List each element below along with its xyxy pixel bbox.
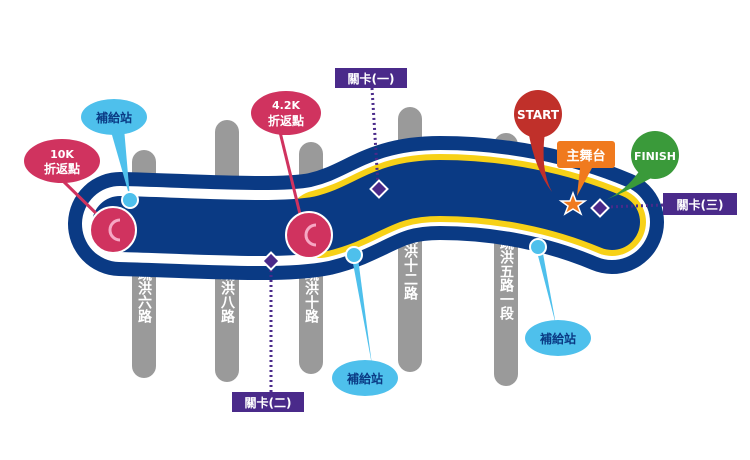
label: FINISH xyxy=(634,150,676,163)
road-label: 疏洪六路 xyxy=(136,266,152,323)
label: 補給站 xyxy=(346,371,383,386)
main-stage: 主舞台 xyxy=(557,141,615,216)
water-station-1: 補給站 xyxy=(81,99,147,209)
turnaround-4k: 4.2K 折返點 xyxy=(251,91,333,259)
label: 折返點 xyxy=(44,161,80,176)
label: 關卡(二) xyxy=(245,395,292,410)
label: 4.2K xyxy=(272,99,300,112)
label: 主舞台 xyxy=(566,148,605,164)
label: 關卡(一) xyxy=(348,71,395,86)
checkpoint-3: 關卡(三) xyxy=(590,193,737,218)
label: 折返點 xyxy=(268,113,304,128)
checkpoint-2: 關卡(二) xyxy=(232,251,304,412)
diamond-marker xyxy=(261,251,281,271)
start-marker: START xyxy=(514,90,562,192)
diamond-marker xyxy=(369,179,389,199)
u-turn-icon xyxy=(108,218,121,242)
label: 補給站 xyxy=(95,110,132,125)
label: START xyxy=(517,108,560,122)
road-label: 疏洪八路 xyxy=(219,266,236,323)
label: 關卡(三) xyxy=(677,197,724,212)
water-station-3: 補給站 xyxy=(525,238,591,356)
turnaround-10k: 10K 折返點 xyxy=(24,139,137,254)
road-label: 疏洪五路一段 xyxy=(498,235,514,321)
finish-marker: FINISH xyxy=(603,131,679,201)
water-station-2: 補給站 xyxy=(332,246,398,396)
star-icon xyxy=(558,190,588,216)
diamond-marker xyxy=(590,198,610,218)
track xyxy=(68,135,664,281)
road-label: 疏洪十路 xyxy=(303,266,319,323)
road-label: 疏洪十二路 xyxy=(402,229,418,300)
checkpoint-1: 關卡(一) xyxy=(335,68,407,199)
label: 補給站 xyxy=(539,331,576,346)
u-turn-icon xyxy=(304,223,317,247)
label: 10K xyxy=(50,148,74,161)
